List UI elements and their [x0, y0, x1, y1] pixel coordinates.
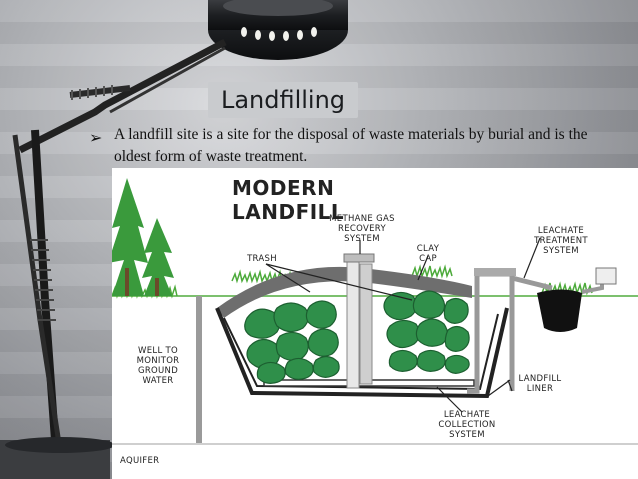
leachate-collection-label-line: COLLECTION	[428, 420, 506, 430]
methane-label: METHANE GAS RECOVERY SYSTEM	[320, 214, 404, 244]
trash-label-line: TRASH	[240, 254, 284, 264]
monitor-well-label-line: MONITOR	[132, 356, 184, 366]
monitor-well-label-line: GROUND	[132, 366, 184, 376]
leachate-treatment-label-line: SYSTEM	[526, 246, 596, 256]
bullet-text: A landfill site is a site for the dispos…	[114, 124, 614, 168]
clay-cap-label-line: CAP	[408, 254, 448, 264]
methane-label-line: METHANE GAS	[320, 214, 404, 224]
landfill-liner-label: LANDFILL LINER	[512, 374, 568, 394]
monitor-well-label: WELL TO MONITOR GROUND WATER	[132, 346, 184, 386]
aquifer-label: AQUIFER	[120, 456, 180, 466]
tree-icon	[112, 178, 174, 296]
leachate-collection-label-line: SYSTEM	[428, 430, 506, 440]
leachate-treatment-label-line: TREATMENT	[526, 236, 596, 246]
methane-label-line: RECOVERY	[320, 224, 404, 234]
methane-label-line: SYSTEM	[320, 234, 404, 244]
slide-title: Landfilling	[208, 82, 358, 118]
monitor-well-label-line: WATER	[132, 376, 184, 386]
leachate-treatment-label-line: LEACHATE	[526, 226, 596, 236]
bullet-arrow-icon: ➢	[89, 128, 102, 148]
trash-pile-left	[245, 301, 339, 383]
leachate-collection-label: LEACHATE COLLECTION SYSTEM	[428, 410, 506, 440]
leachate-collection-label-line: LEACHATE	[428, 410, 506, 420]
landfill-liner-label-line: LINER	[512, 384, 568, 394]
landfill-diagram: MODERN LANDFILL METHANE GAS RECOVERY SYS…	[112, 168, 638, 479]
monitor-well-label-line: WELL TO	[132, 346, 184, 356]
leachate-treatment-label: LEACHATE TREATMENT SYSTEM	[526, 226, 596, 256]
landfill-liner-label-line: LANDFILL	[512, 374, 568, 384]
clay-cap-label-line: CLAY	[408, 244, 448, 254]
trash-label: TRASH	[240, 254, 284, 264]
clay-cap-label: CLAY CAP	[408, 244, 448, 264]
aquifer-label-line: AQUIFER	[120, 456, 180, 466]
trash-pile-right	[384, 291, 469, 373]
